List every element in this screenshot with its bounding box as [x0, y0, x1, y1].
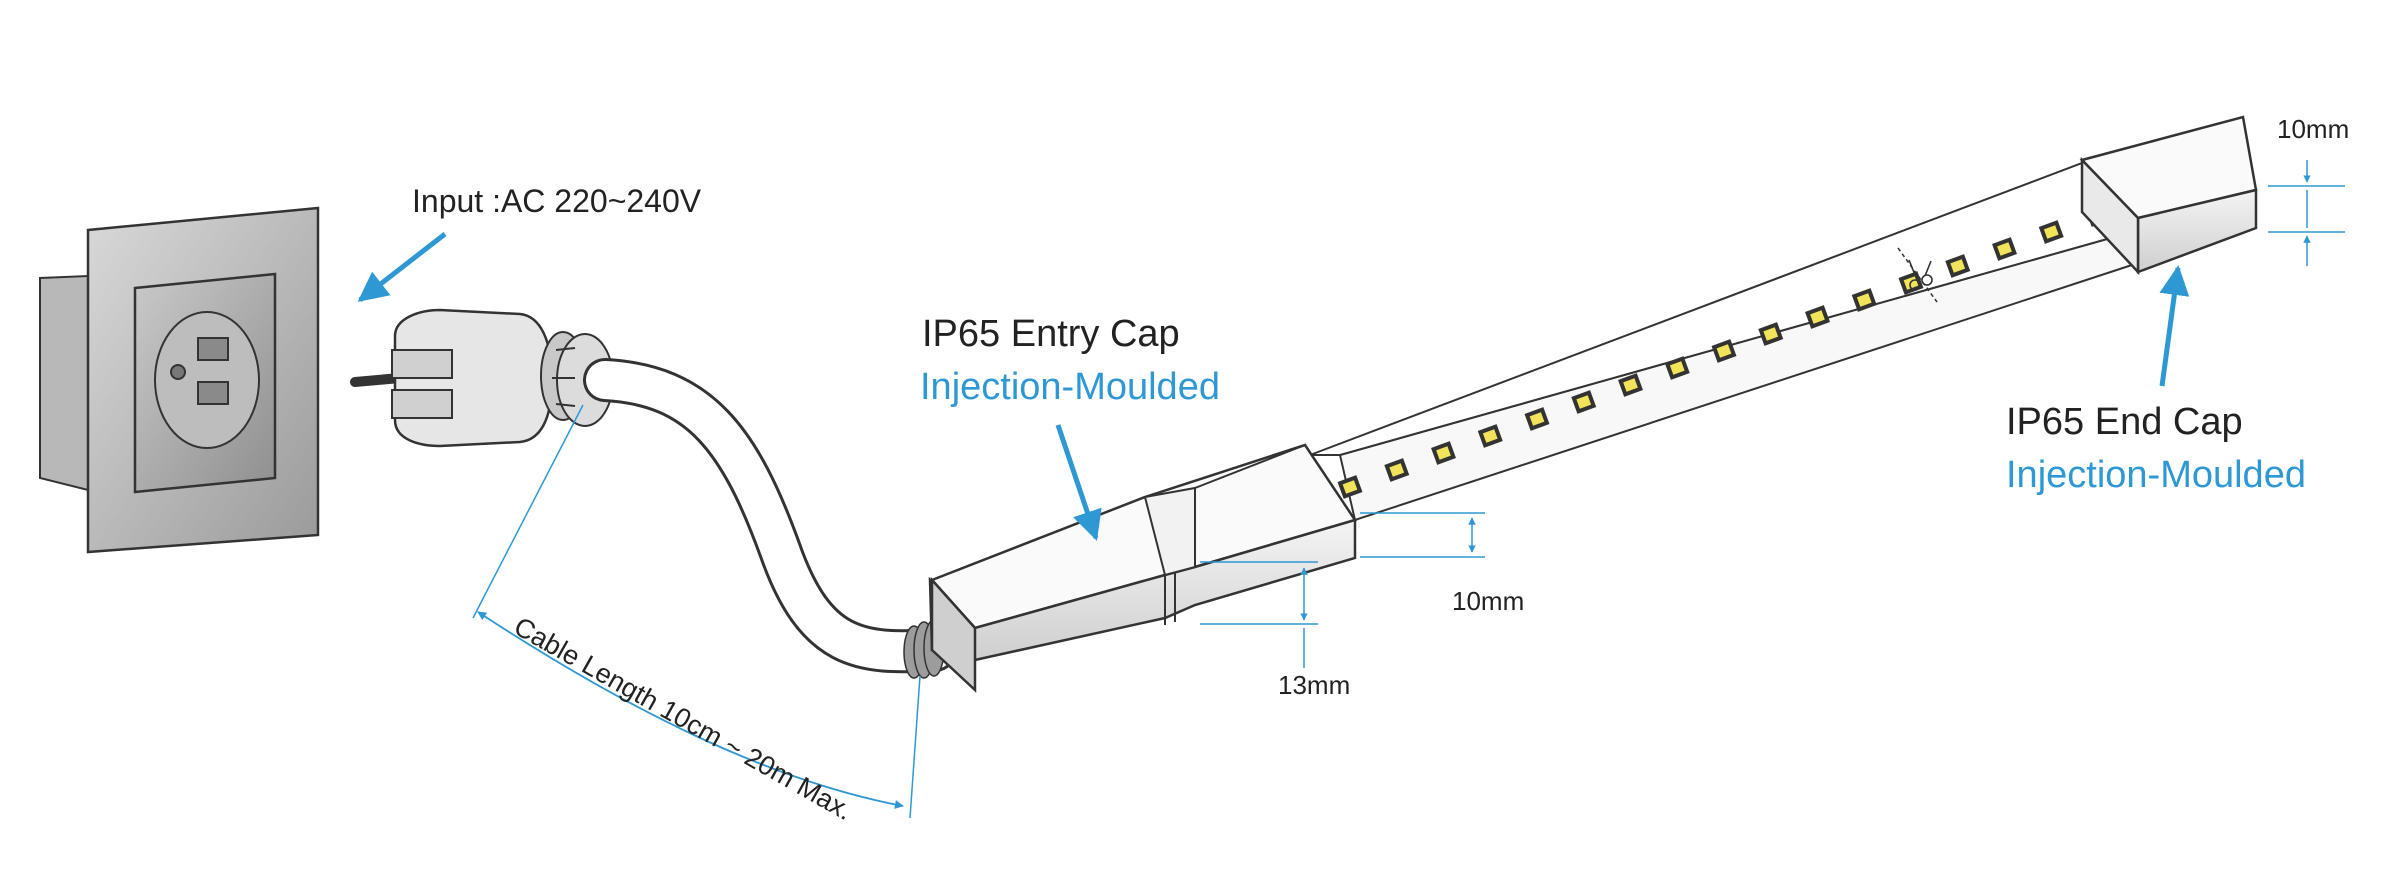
led-chip-row: [1337, 203, 2111, 499]
power-cable: [583, 358, 957, 679]
end-cap-arrow: [2159, 265, 2190, 387]
led-chip: [1524, 407, 1550, 431]
led-chip: [1337, 475, 1363, 499]
led-chip: [1384, 458, 1410, 482]
led-chip: [1851, 288, 1877, 312]
strip-height-dimension: [1360, 512, 1485, 558]
cable-length-label: Cable Length 10cm ~ 20m Max.: [509, 611, 858, 826]
scissors-icon: [1908, 259, 1933, 291]
led-chip: [1805, 305, 1830, 329]
led-chip: [1758, 322, 1784, 346]
led-chip: [1711, 339, 1737, 363]
led-chip: [1571, 390, 1597, 414]
entry-cap: [928, 443, 1357, 693]
led-chip: [1431, 441, 1456, 465]
cable-length-dimension: [472, 404, 921, 819]
end-cap-subtitle: Injection-Moulded: [2006, 454, 2306, 496]
end-cap-title: IP65 End Cap: [2006, 401, 2243, 443]
wall-socket-icon: [39, 206, 320, 554]
end-cap: [2079, 115, 2258, 276]
led-chip: [1992, 237, 2017, 261]
input-arrow: [357, 232, 447, 302]
end-cap-height-label: 10mm: [2277, 114, 2349, 144]
euro-plug-icon: [350, 308, 614, 448]
entry-cap-title: IP65 Entry Cap: [922, 313, 1180, 355]
strip-height-label: 10mm: [1452, 586, 1524, 616]
led-chip: [1477, 424, 1503, 448]
input-voltage-label: Input :AC 220~240V: [412, 183, 702, 219]
end-cap-height-dimension: [2268, 160, 2345, 266]
entry-cap-height-dimension: [1200, 561, 1318, 668]
entry-cap-subtitle: Injection-Moulded: [920, 366, 1220, 408]
entry-cap-height-label: 13mm: [1278, 670, 1350, 700]
led-chip: [1945, 254, 1971, 278]
led-chip: [1664, 356, 1690, 380]
led-chip: [1618, 373, 1643, 397]
led-chip: [2038, 220, 2064, 244]
led-strip: [1309, 158, 2134, 522]
entry-cap-arrow: [1055, 424, 1102, 541]
